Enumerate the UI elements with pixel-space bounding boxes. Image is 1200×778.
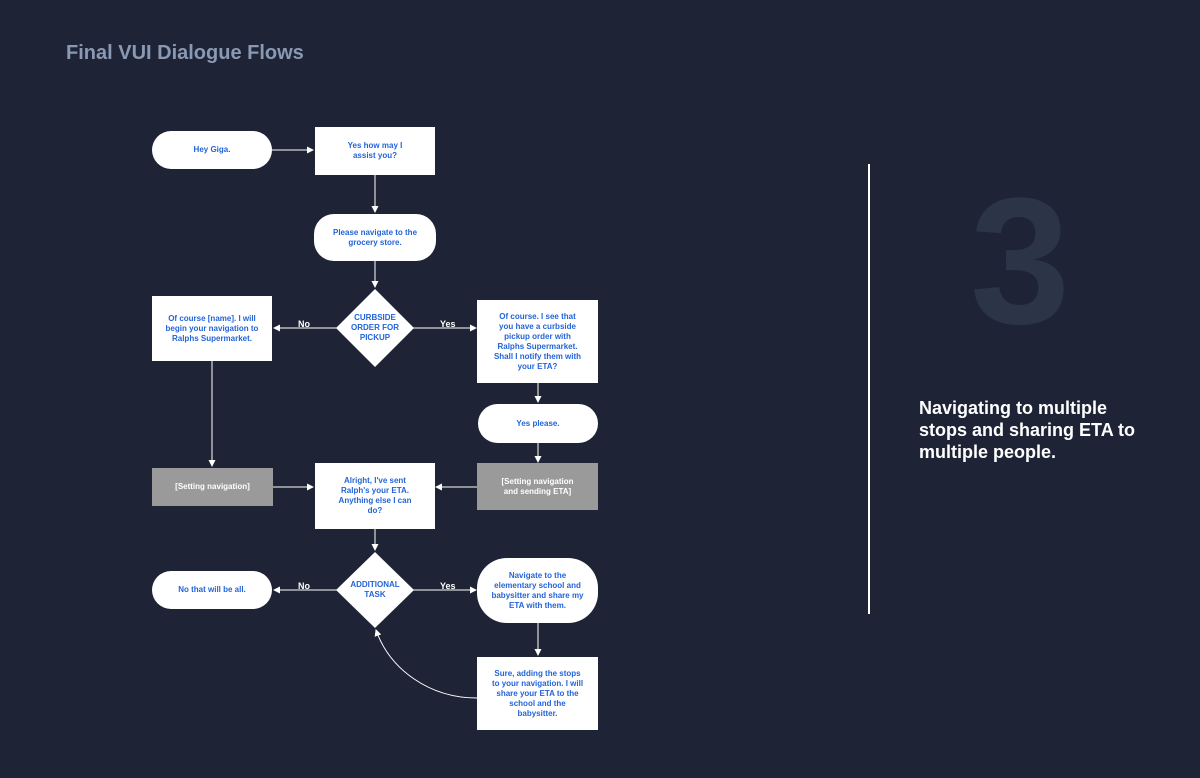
node-sent-eta: Alright, I've sent Ralph's your ETA. Any…	[315, 463, 435, 529]
additional-no-label: No	[298, 581, 310, 591]
curbside-yes-label: Yes	[440, 319, 456, 329]
node-no-all: No that will be all.	[152, 571, 272, 609]
node-begin-navigation: Of course [name]. I will begin your navi…	[152, 296, 272, 361]
node-setting-navigation: [Setting navigation]	[152, 468, 273, 506]
decision-additional-label: ADDITIONAL TASK	[350, 580, 400, 599]
node-curbside-reply: Of course. I see that you have a curbsid…	[477, 300, 598, 383]
step-description: Navigating to multiple stops and sharing…	[919, 398, 1136, 462]
node-assist: Yes how may I assist you?	[315, 127, 435, 175]
curbside-no-label: No	[298, 319, 310, 329]
page-title: Final VUI Dialogue Flows	[66, 42, 304, 64]
step-number: 3	[970, 161, 1071, 362]
node-yes-please: Yes please.	[478, 404, 598, 443]
node-adding-stops: Sure, adding the stops to your navigatio…	[477, 657, 598, 730]
node-navigate-school: Navigate to the elementary school and ba…	[477, 558, 598, 623]
edge-stops-loop-back	[374, 629, 478, 699]
diamond-curbside	[336, 289, 414, 367]
decision-curbside-label: CURBSIDE ORDER FOR PICKUP	[351, 313, 399, 342]
additional-yes-label: Yes	[440, 581, 456, 591]
section-divider	[868, 164, 870, 614]
node-navigate-grocery: Please navigate to the grocery store.	[314, 214, 436, 261]
node-hey-giga: Hey Giga.	[152, 131, 272, 169]
diamond-additional	[336, 552, 414, 628]
node-setting-sending-eta: [Setting navigation and sending ETA]	[477, 463, 598, 510]
